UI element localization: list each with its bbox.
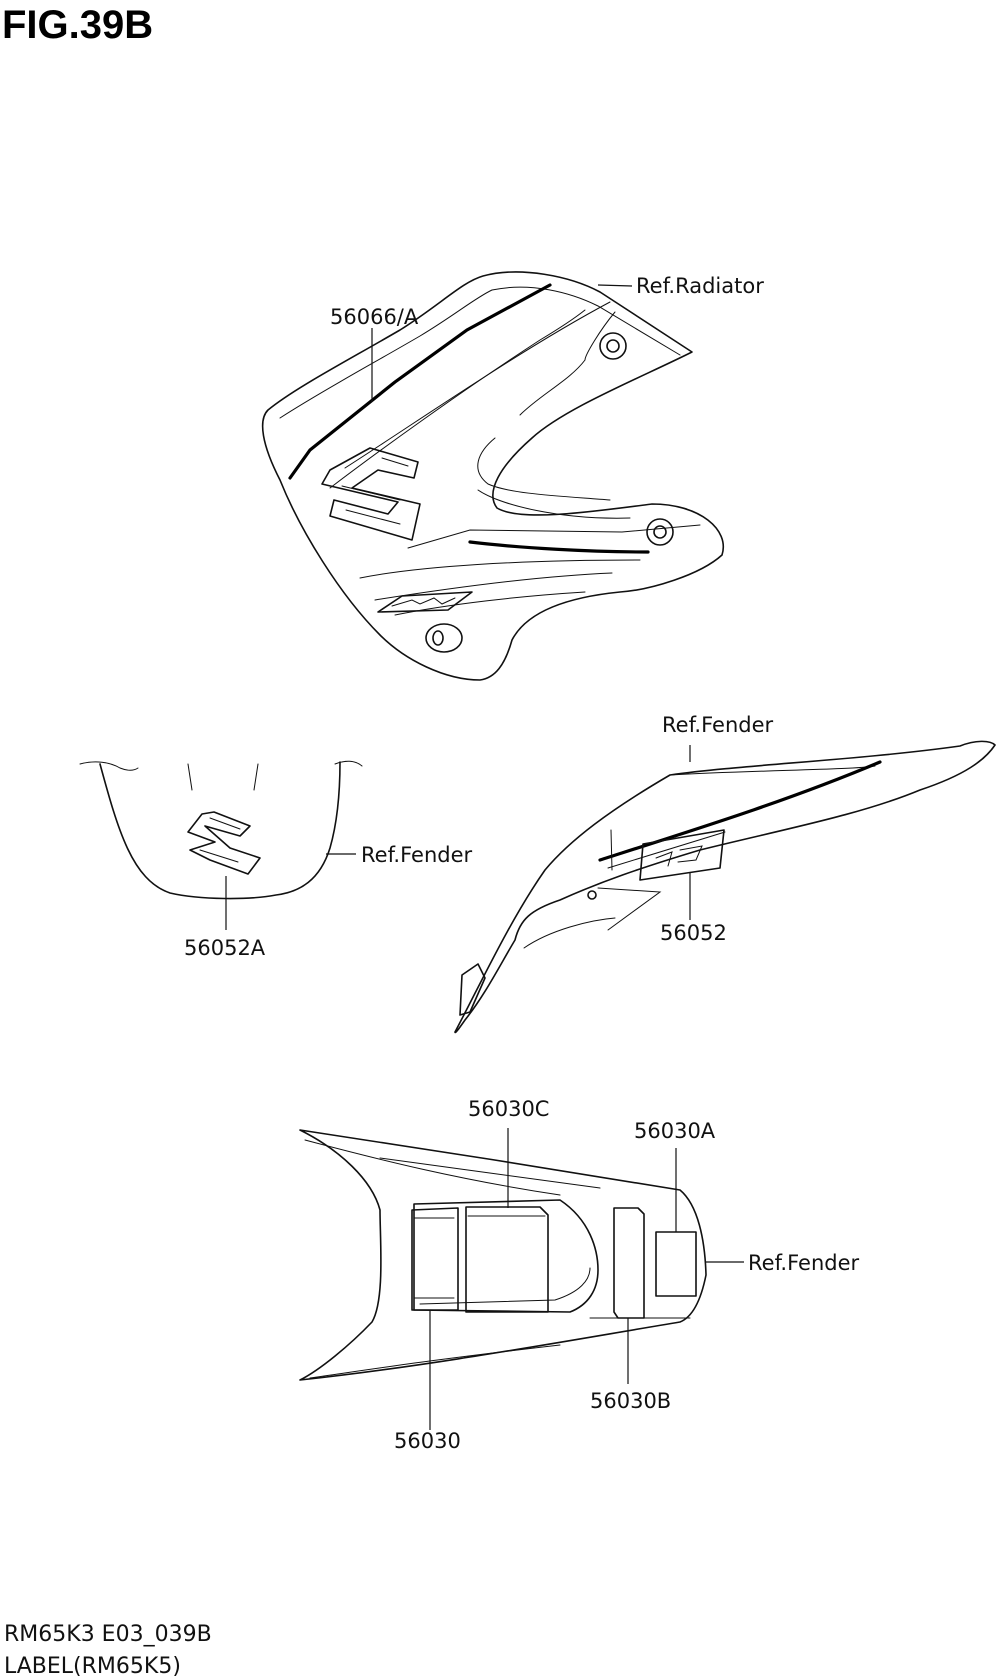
label-56052a: 56052A <box>184 936 266 960</box>
front-fender <box>79 760 363 930</box>
label-56030: 56030 <box>394 1429 461 1453</box>
label-56030c: 56030C <box>468 1097 549 1121</box>
footer-code: RM65K3 E03_039B <box>4 1622 212 1647</box>
ref-radiator-label: Ref.Radiator <box>636 274 764 298</box>
ref-fender-label-side: Ref.Fender <box>662 713 774 737</box>
ref-fender-label-front: Ref.Fender <box>361 843 473 867</box>
side-fender <box>454 740 996 1034</box>
radiator-shroud <box>261 271 725 681</box>
figure-title: FIG.39B <box>2 3 153 47</box>
label-56066-a: 56066/A <box>330 305 419 329</box>
rear-fender <box>299 1128 744 1430</box>
footer-caption: LABEL(RM65K5) <box>4 1654 181 1679</box>
label-56030a: 56030A <box>634 1119 716 1143</box>
label-56052: 56052 <box>660 921 727 945</box>
label-56030b: 56030B <box>590 1389 671 1413</box>
ref-fender-label-rear: Ref.Fender <box>748 1251 860 1275</box>
